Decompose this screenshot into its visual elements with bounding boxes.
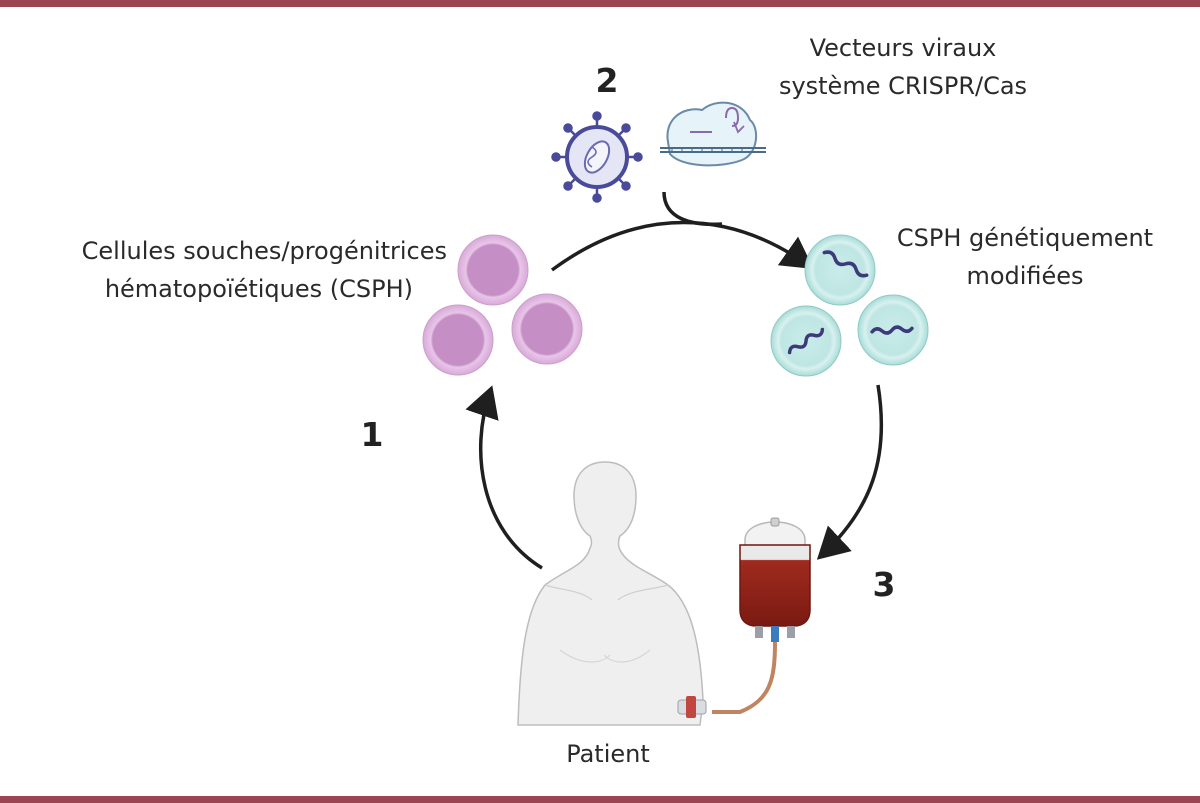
modified-cell <box>804 234 876 306</box>
hspc-label-line2: hématopoïétiques (CSPH) <box>105 275 413 303</box>
dna-icon <box>787 327 825 355</box>
modified-label-line2: modifiées <box>966 262 1083 290</box>
arrow-vector-entry <box>662 191 723 227</box>
step-2-label: 2 <box>596 61 619 100</box>
dna-icon <box>822 250 869 278</box>
hspc-cell <box>511 293 583 365</box>
crispr-cas-icon <box>660 101 766 167</box>
arrow-step-2 <box>550 220 814 272</box>
modified-cells <box>770 234 929 377</box>
top-rule <box>0 0 1200 7</box>
arrow-step-1 <box>465 385 543 570</box>
hspc-cell <box>457 234 529 306</box>
vectors-label-line1: Vecteurs viraux <box>810 34 997 62</box>
patient-label: Patient <box>566 740 650 768</box>
hspc-cell <box>422 304 494 376</box>
step-3-label: 3 <box>873 565 896 604</box>
vectors-label-line2: système CRISPR/Cas <box>779 72 1027 100</box>
blood-bag-icon <box>712 517 811 714</box>
hspc-label-line1: Cellules souches/progénitrices <box>82 237 447 265</box>
modified-label-line1: CSPH génétiquement <box>897 224 1153 252</box>
patient-figure <box>517 461 707 726</box>
bottom-rule <box>0 796 1200 803</box>
dna-icon <box>870 325 914 335</box>
viral-vector-icon <box>551 111 643 203</box>
hspc-cells <box>422 234 583 376</box>
step-1-label: 1 <box>361 415 384 454</box>
arrow-step-3 <box>816 384 884 560</box>
